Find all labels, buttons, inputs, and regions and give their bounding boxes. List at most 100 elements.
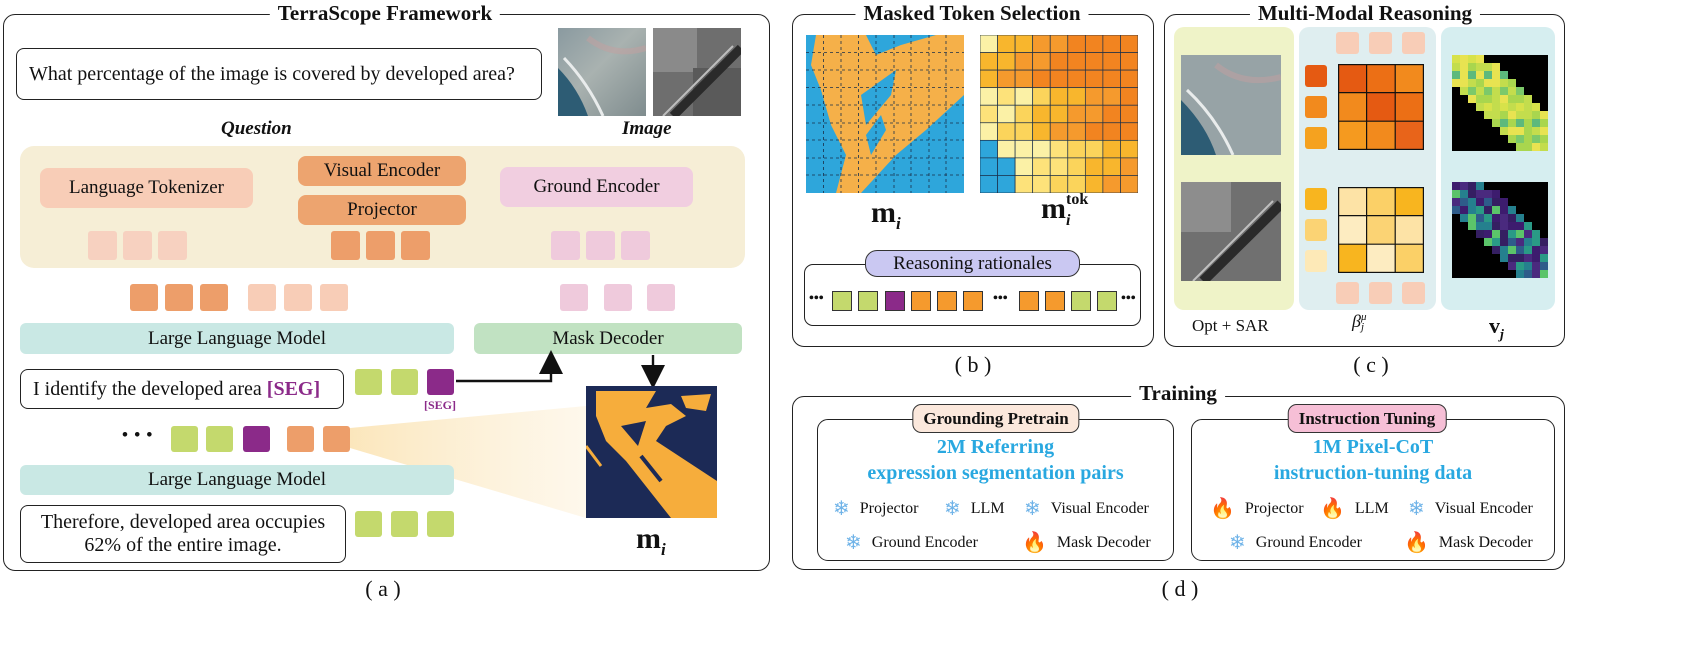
value-map-cell [1476,95,1484,103]
text-token [88,231,117,260]
value-map-cell [1452,55,1460,63]
visual-token [331,231,360,260]
visual-token [130,284,158,311]
value-map-cell [1500,214,1508,222]
ground-token [560,284,588,311]
optical-image-c [1181,55,1281,155]
answer-token [391,369,418,395]
caption-d: ( d ) [1161,576,1199,601]
visual-token [323,426,350,452]
value-map-cell [1468,55,1476,63]
snowflake-icon: ❄ [1024,498,1041,520]
value-map-cell [1484,111,1492,119]
value-map-cell [1508,206,1516,214]
value-map-cell [1516,262,1524,270]
value-map-cell [1492,87,1500,95]
projector-box: Projector [298,195,466,225]
snowflake-icon: ❄ [1408,498,1425,520]
mask-label: mi [636,522,666,559]
answer-seg-box: I identify the developed area [SEG] [20,369,344,409]
panel-c-title: Multi-Modal Reasoning [1249,1,1481,25]
value-map-cell [1532,254,1540,262]
attention-token [1305,127,1327,149]
value-map-cell [1452,63,1460,71]
heatmap-cell [1032,52,1051,71]
heatmap-cell [997,122,1016,141]
llm-bar-top: Large Language Model [20,323,454,354]
value-map-cell [1460,198,1468,206]
ground-token [586,231,615,260]
value-map-cell [1460,71,1468,79]
value-map-cell [1500,206,1508,214]
value-map-cell [1484,103,1492,111]
value-map-cell [1452,190,1460,198]
value-map-cell [1508,103,1516,111]
value-map-cell [1532,246,1540,254]
rationale-token [832,291,852,311]
heatmap-cell [1049,122,1069,141]
snowflake-icon: ❄ [845,532,862,554]
heatmap-cell [1120,139,1138,159]
heatmap-cell [1084,87,1104,106]
heatmap-cell [1067,104,1086,124]
value-map-cell [1476,79,1484,87]
fire-icon: 🔥 [1022,532,1047,554]
heatmap-cell [1102,122,1121,141]
grounding-pretrain-tag: Grounding Pretrain [912,404,1080,433]
attention-token [1402,282,1425,304]
rationale-token [911,291,931,311]
value-map-cell [1524,143,1532,151]
value-map-cell [1492,95,1500,103]
heatmap-cell [1102,69,1121,89]
value-map-cell [1492,71,1500,79]
value-map-cell [1540,143,1548,151]
value-map-cell [1484,230,1492,238]
rationale-token [937,291,957,311]
heatmap-cell [1084,104,1104,124]
heatmap-cell [1084,35,1104,53]
value-map-cell [1460,206,1468,214]
text-token [123,231,152,260]
attention-beam [350,406,586,518]
value-map-cell [1508,95,1516,103]
value-map-cell [1460,79,1468,87]
visual-token [200,284,228,311]
value-map-cell [1524,246,1532,254]
value-map-cell [1524,230,1532,238]
ellipsis: • • • [122,425,154,444]
heatmap-cell [1120,122,1138,141]
text-token [248,284,276,311]
question-box: What percentage of the image is covered … [16,48,542,100]
snowflake-icon: ❄ [944,498,961,520]
value-map-cell [1524,262,1532,270]
value-map-cell [1516,238,1524,246]
image-label: Image [622,118,672,139]
value-map-cell [1468,206,1476,214]
value-map-cell [1516,95,1524,103]
visual-token [366,231,395,260]
value-map-cell [1516,103,1524,111]
heatmap-cell [1120,69,1138,89]
visual-token [287,426,314,452]
rationale-dots-mid: ••• [993,291,1008,306]
text-token [284,284,312,311]
value-map-cell [1476,230,1484,238]
attention-token [1305,219,1327,241]
rationale-token [885,291,905,311]
attention-token [1369,32,1392,54]
seg-arrow [456,350,665,389]
heatmap-cell [1084,52,1104,71]
value-map-cell [1476,71,1484,79]
visual-token [165,284,193,311]
panel-b-title: Masked Token Selection [855,1,1089,25]
value-map-cell [1484,222,1492,230]
heatmap-cell [1120,35,1138,53]
seg-token-text: [SEG] [266,377,321,400]
value-map-cell [1540,262,1548,270]
value-map-cell [1492,119,1500,127]
value-map-cell [1492,214,1500,222]
mask-label-b: mi [871,196,901,233]
attention-token [1305,65,1327,87]
value-map-cell [1500,103,1508,111]
heatmap-cell [1014,35,1034,53]
